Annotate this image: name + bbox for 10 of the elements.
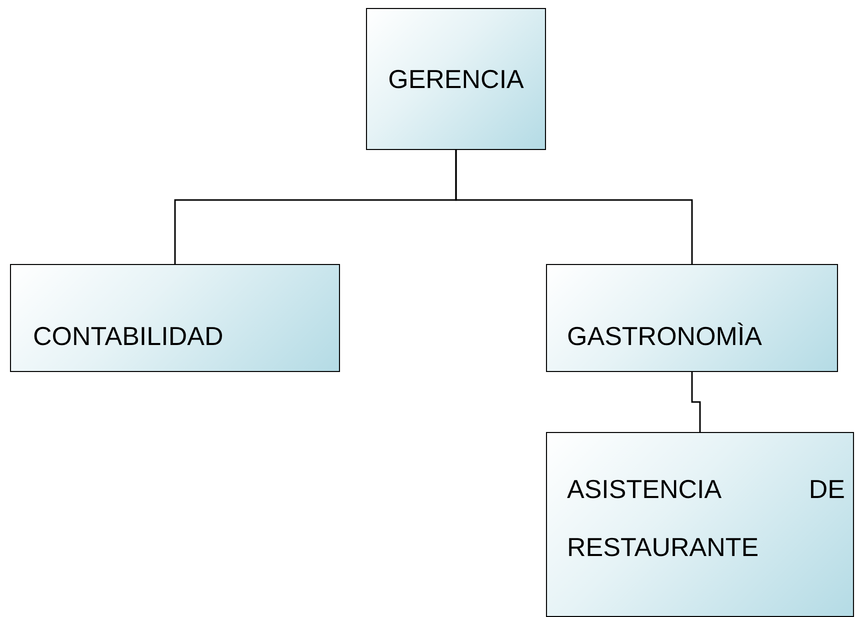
connector-line	[691, 372, 701, 432]
org-box	[546, 432, 854, 617]
unit-name: GASTRONOMÌA	[567, 320, 762, 353]
unit-name: ASISTENCIA DE RESTAURANTE	[567, 473, 845, 564]
org-box	[546, 264, 838, 372]
org-box	[10, 264, 340, 372]
unit-name: GERENCIA	[388, 63, 524, 96]
unit-name: CONTABILIDAD	[33, 320, 224, 353]
connector-line	[455, 150, 693, 264]
org-box	[366, 8, 546, 150]
